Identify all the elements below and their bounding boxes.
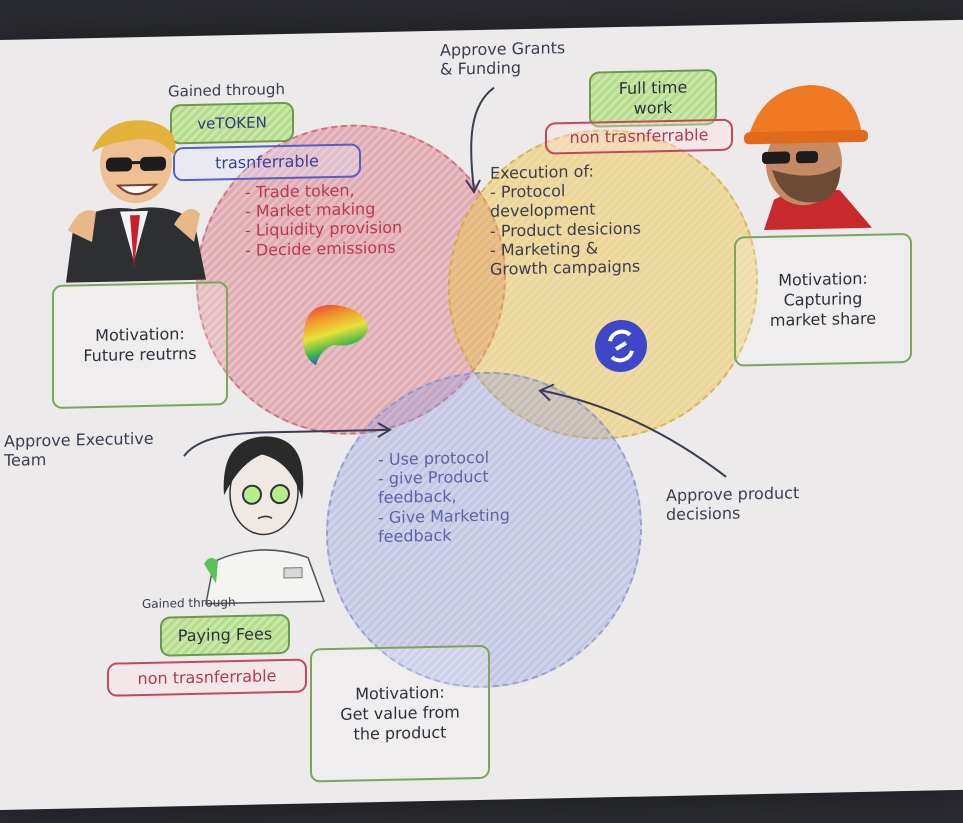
team-motivation-box: Motivation: Capturing market share: [734, 232, 912, 367]
approve-executive-label: Approve Executive Team: [4, 428, 154, 471]
paying-fees-badge: Paying Fees: [160, 613, 290, 657]
user-actions: - Use protocol - give Product feedback, …: [378, 447, 510, 546]
approve-grants-arrow: [465, 86, 495, 195]
token-holder-actions: - Trade token, - Market making - Liquidi…: [245, 180, 403, 260]
investor-character-icon: [66, 120, 206, 283]
users-motivation-box: Motivation: Get value from the product: [310, 644, 490, 783]
approve-product-arrow: [538, 383, 727, 478]
users-gained-label: Gained through: [142, 595, 236, 612]
slide: Approve Grants & Funding Gained through …: [0, 19, 963, 811]
approve-grants-label: Approve Grants & Funding: [440, 38, 566, 79]
user-character-icon: [204, 436, 326, 605]
approve-executive-arrow: [183, 422, 392, 457]
users-transfer-badge: non trasnferrable: [107, 658, 307, 697]
veholder-motivation-box: Motivation: Future reutrns: [52, 281, 228, 409]
protocol-logo-icon: [595, 319, 647, 372]
team-actions: Execution of: - Protocol development - P…: [490, 161, 641, 279]
veholder-gained-label: Gained through: [168, 80, 285, 101]
team-transfer-badge: non trasnferrable: [545, 118, 733, 155]
builder-character-icon: [744, 85, 872, 230]
approve-product-label: Approve product decisions: [666, 483, 800, 525]
curve-logo-icon: [303, 305, 368, 366]
